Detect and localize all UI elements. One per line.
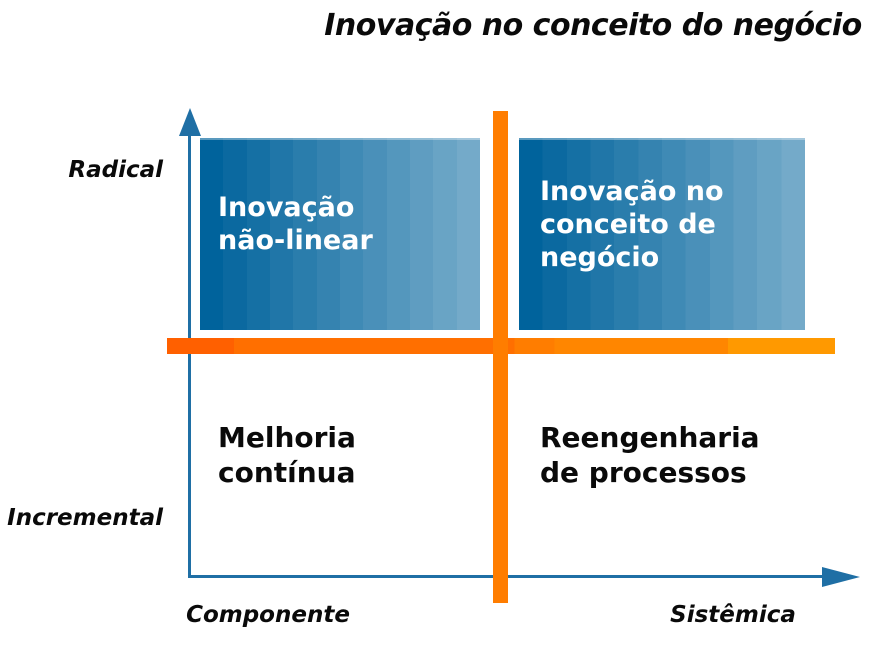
x-axis-label-componente: Componente bbox=[186, 602, 350, 628]
quadrant-label-process-reengineering: Reengenharia de processos bbox=[540, 421, 760, 489]
x-axis-label-sistemica: Sistêmica bbox=[670, 602, 796, 628]
vertical-orange-bar bbox=[493, 111, 508, 603]
x-axis-arrow-right-icon bbox=[822, 567, 860, 587]
y-axis-line bbox=[188, 132, 191, 578]
y-axis-label-radical: Radical bbox=[68, 157, 163, 183]
quadrant-box-business-concept-innovation: Inovação no conceito de negócio bbox=[519, 138, 805, 330]
y-axis-arrow-up-icon bbox=[179, 108, 201, 136]
diagram-title: Inovação no conceito do negócio bbox=[324, 8, 862, 43]
quadrant-label-nonlinear-innovation: Inovação não-linear bbox=[218, 192, 373, 256]
quadrant-label-continuous-improvement: Melhoria contínua bbox=[218, 421, 356, 489]
y-axis-label-incremental: Incremental bbox=[7, 505, 163, 531]
quadrant-label-business-concept-innovation: Inovação no conceito de negócio bbox=[540, 176, 724, 273]
quadrant-box-nonlinear-innovation: Inovação não-linear bbox=[200, 138, 480, 330]
